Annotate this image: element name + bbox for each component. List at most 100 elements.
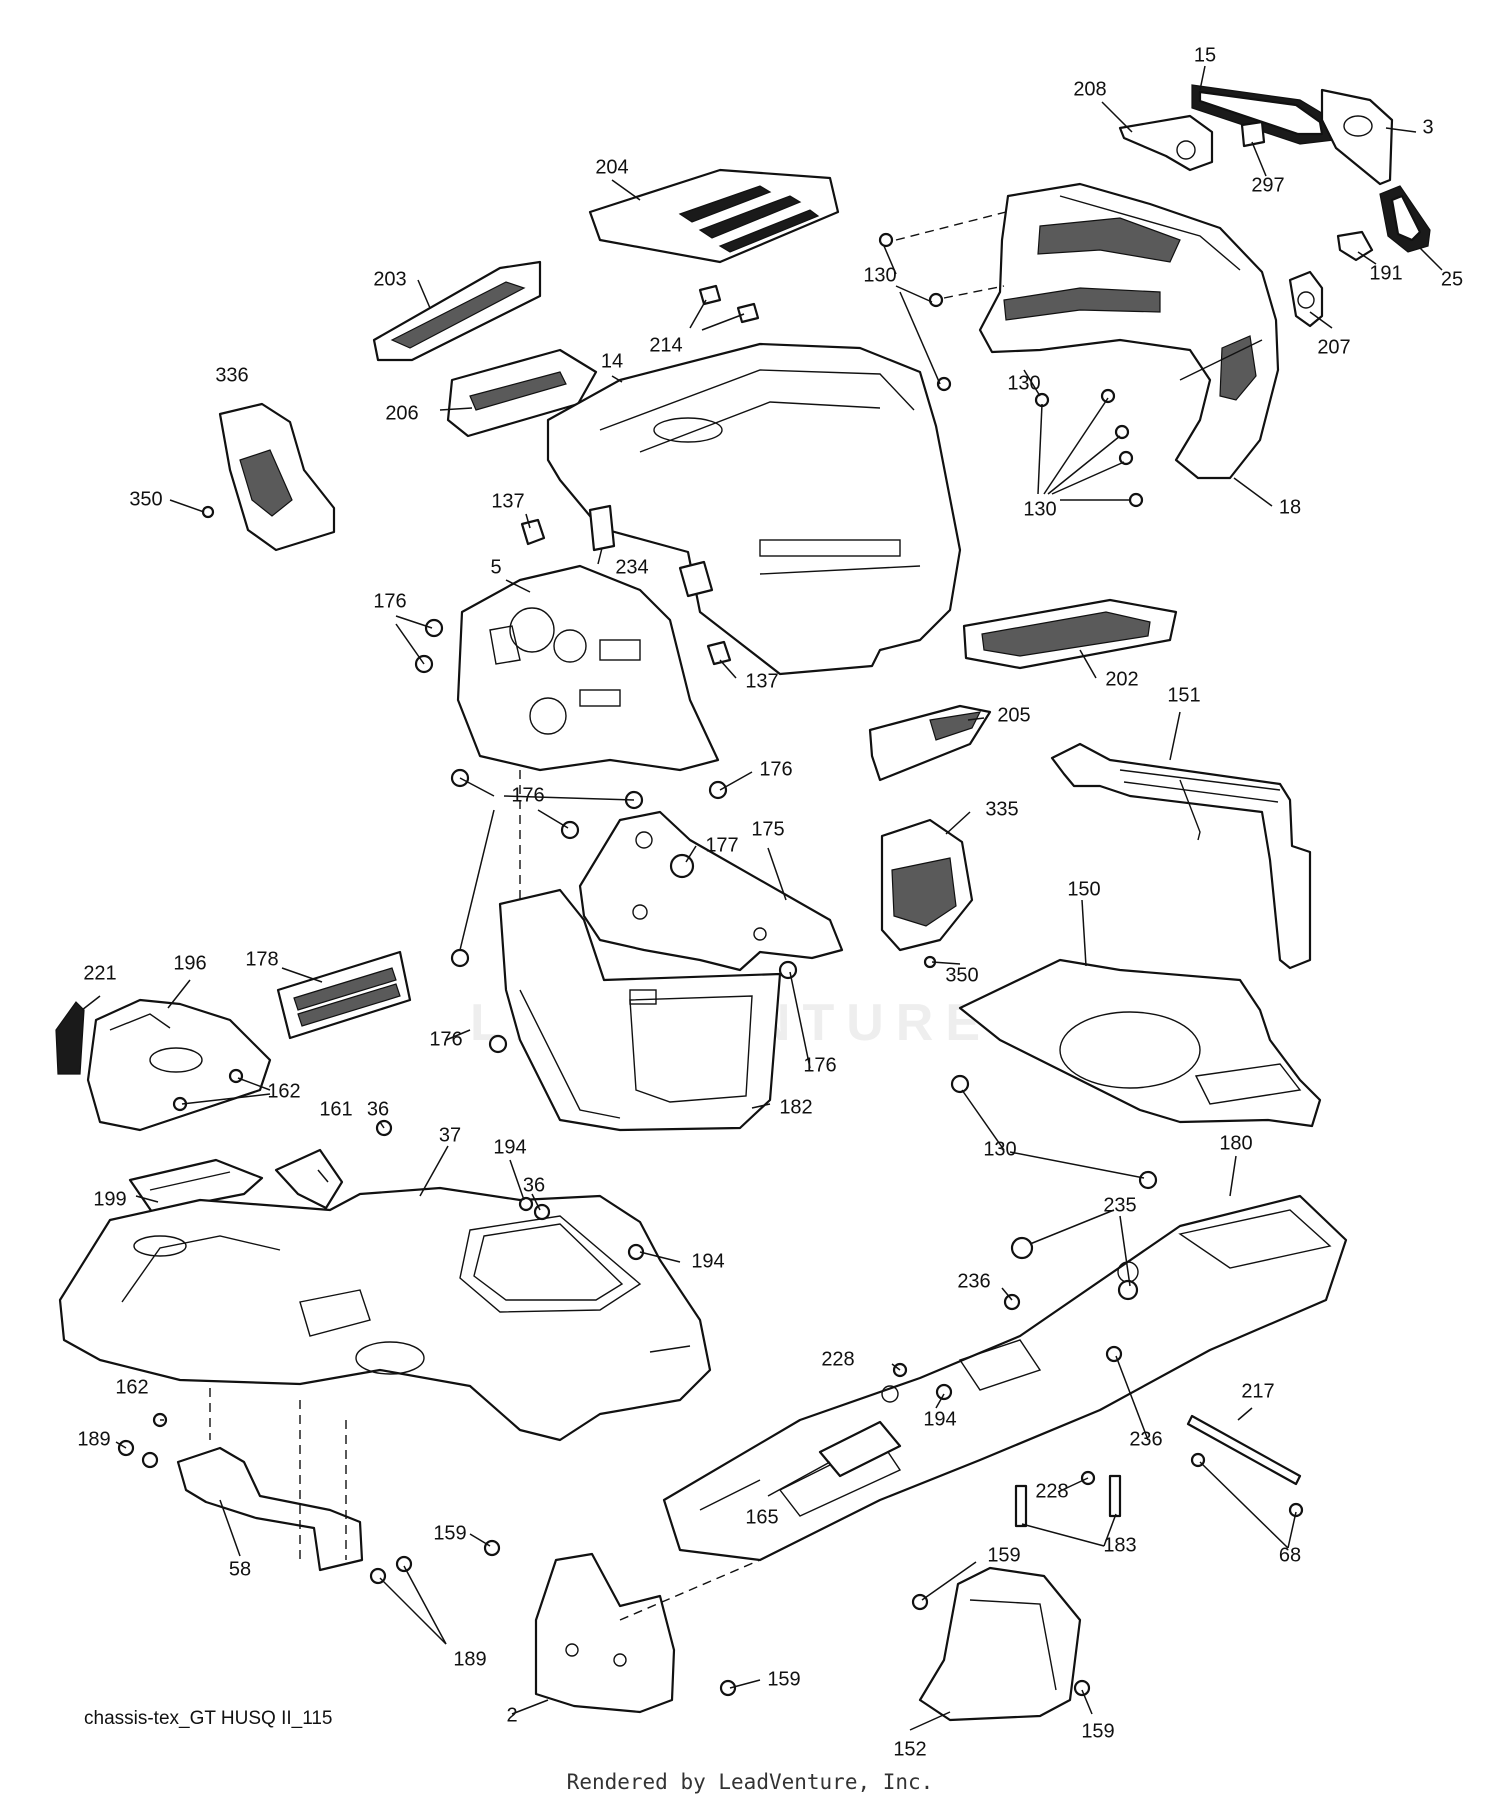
callout-178: 178 bbox=[245, 948, 278, 970]
callout-176-b: 176 bbox=[759, 758, 792, 780]
callout-176-d: 176 bbox=[429, 1028, 462, 1050]
callout-194-a: 194 bbox=[493, 1136, 526, 1158]
part-234-decal bbox=[588, 504, 616, 552]
callout-176-e: 176 bbox=[803, 1054, 836, 1076]
callout-196: 196 bbox=[173, 952, 206, 974]
callout-335: 335 bbox=[985, 798, 1018, 820]
callout-37: 37 bbox=[439, 1124, 461, 1146]
part-207-socket bbox=[1288, 270, 1324, 328]
part-208-light-bracket bbox=[1118, 114, 1214, 172]
callout-234: 234 bbox=[615, 556, 648, 578]
screws-176 bbox=[414, 618, 798, 1054]
callout-199: 199 bbox=[93, 1188, 126, 1210]
callout-236-a: 236 bbox=[957, 1270, 990, 1292]
bushing-235-b bbox=[1117, 1279, 1139, 1301]
callout-228-b: 228 bbox=[1035, 1480, 1068, 1502]
callout-162-b: 162 bbox=[115, 1376, 148, 1398]
callout-350-a: 350 bbox=[129, 488, 162, 510]
callout-15: 15 bbox=[1194, 44, 1216, 66]
callout-68: 68 bbox=[1279, 1544, 1301, 1566]
part-178-vent-plate bbox=[276, 950, 412, 1040]
callout-221: 221 bbox=[83, 962, 116, 984]
part-151-bracket bbox=[1050, 742, 1312, 970]
part-217-rod bbox=[1186, 1414, 1302, 1486]
callout-180: 180 bbox=[1219, 1132, 1252, 1154]
part-25-trim bbox=[1379, 185, 1431, 253]
callout-2: 2 bbox=[506, 1704, 517, 1726]
callout-130-c: 130 bbox=[1023, 498, 1056, 520]
part-202-grille bbox=[962, 598, 1178, 670]
callout-203: 203 bbox=[373, 268, 406, 290]
callout-217: 217 bbox=[1241, 1380, 1274, 1402]
bushing-235-a bbox=[1010, 1236, 1034, 1260]
callout-58: 58 bbox=[229, 1558, 251, 1580]
callout-191: 191 bbox=[1369, 262, 1402, 284]
screws-130-lower bbox=[950, 1074, 1158, 1190]
part-37-rear-fender bbox=[58, 1186, 712, 1442]
callout-137-a: 137 bbox=[491, 490, 524, 512]
callout-194-c: 194 bbox=[923, 1408, 956, 1430]
callout-165: 165 bbox=[745, 1506, 778, 1528]
bushing-236-a bbox=[1003, 1293, 1021, 1311]
callout-130-d: 130 bbox=[983, 1138, 1016, 1160]
callout-159-c: 159 bbox=[987, 1544, 1020, 1566]
callout-297: 297 bbox=[1251, 174, 1284, 196]
callout-176-c: 176 bbox=[511, 784, 544, 806]
callout-151: 151 bbox=[1167, 684, 1200, 706]
callout-162-a: 162 bbox=[267, 1080, 300, 1102]
part-335-side-shield bbox=[880, 818, 974, 952]
part-205-trim-panel bbox=[868, 704, 992, 782]
part-5-dash-panel bbox=[456, 564, 720, 772]
callout-350-b: 350 bbox=[945, 964, 978, 986]
callout-206: 206 bbox=[385, 402, 418, 424]
callout-205: 205 bbox=[997, 704, 1030, 726]
callout-25: 25 bbox=[1441, 268, 1463, 290]
part-297-bulb bbox=[1240, 120, 1266, 148]
nut-194-c bbox=[935, 1383, 953, 1401]
callout-159-a: 159 bbox=[433, 1522, 466, 1544]
screw-350-left bbox=[201, 505, 215, 519]
callout-177: 177 bbox=[705, 834, 738, 856]
callout-183: 183 bbox=[1103, 1534, 1136, 1556]
callout-182: 182 bbox=[779, 1096, 812, 1118]
part-336-side-shield bbox=[218, 402, 336, 552]
callout-176-a: 176 bbox=[373, 590, 406, 612]
bushing-236-b bbox=[1105, 1345, 1123, 1363]
part-191-clip bbox=[1336, 230, 1374, 262]
render-credit: Rendered by LeadVenture, Inc. bbox=[566, 1770, 934, 1794]
bolts-189 bbox=[117, 1439, 413, 1585]
callout-175: 175 bbox=[751, 818, 784, 840]
part-196-fender-panel bbox=[86, 998, 272, 1132]
callout-36-b: 36 bbox=[523, 1174, 545, 1196]
callout-161: 161 bbox=[319, 1098, 352, 1120]
callout-207: 207 bbox=[1317, 336, 1350, 358]
part-137-clip-b bbox=[706, 640, 732, 666]
callout-5: 5 bbox=[490, 556, 501, 578]
callout-labels: 15 208 3 297 25 191 207 204 130 130 130 … bbox=[77, 44, 1463, 1760]
callout-194-b: 194 bbox=[691, 1250, 724, 1272]
part-234-decal-b bbox=[678, 560, 714, 598]
nut-194-a bbox=[518, 1196, 534, 1212]
part-18-front-grille-frame bbox=[978, 182, 1280, 480]
callout-137-b: 137 bbox=[745, 670, 778, 692]
callout-204: 204 bbox=[595, 156, 628, 178]
bolts-68 bbox=[1190, 1452, 1304, 1518]
part-204-hood-top bbox=[588, 168, 840, 264]
part-221-decal bbox=[55, 1001, 85, 1075]
part-175-dash-bracket bbox=[578, 810, 844, 972]
part-150-floor-plate bbox=[958, 958, 1322, 1128]
part-3-headlight-housing bbox=[1320, 88, 1394, 186]
part-165-spring bbox=[818, 1420, 902, 1478]
callout-189-a: 189 bbox=[77, 1428, 110, 1450]
part-161-bracket bbox=[274, 1148, 344, 1210]
callout-214: 214 bbox=[649, 334, 682, 356]
callout-159-d: 159 bbox=[1081, 1720, 1114, 1742]
part-199-heat-shield bbox=[128, 1158, 264, 1214]
callout-202: 202 bbox=[1105, 668, 1138, 690]
callout-228-a: 228 bbox=[821, 1348, 854, 1370]
screws-162 bbox=[152, 1068, 244, 1428]
callout-235: 235 bbox=[1103, 1194, 1136, 1216]
leader-lines bbox=[81, 65, 1443, 1731]
